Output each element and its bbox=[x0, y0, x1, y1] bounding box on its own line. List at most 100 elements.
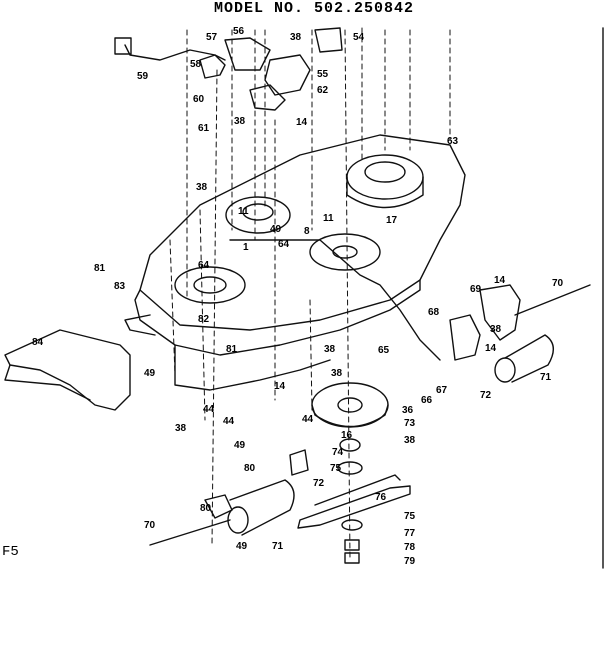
part-callout: 14 bbox=[485, 343, 497, 354]
part-callout: 82 bbox=[198, 314, 210, 325]
part-callout: 11 bbox=[238, 206, 249, 217]
deck-skirt bbox=[134, 279, 421, 356]
figure-label: F5 bbox=[2, 544, 19, 560]
explode-line bbox=[169, 239, 176, 376]
part-callout: 83 bbox=[114, 281, 126, 292]
part-callout: 56 bbox=[233, 26, 245, 37]
left-pulley-housing bbox=[174, 266, 246, 304]
axle-rod-70-front bbox=[149, 519, 231, 546]
lockwasher-78 bbox=[344, 539, 360, 551]
part-callout: 14 bbox=[296, 117, 308, 128]
bracket-80-front bbox=[204, 494, 233, 519]
deflector-84 bbox=[4, 329, 131, 411]
lift-bracket-right bbox=[479, 284, 521, 341]
part-callout: 38 bbox=[404, 435, 416, 446]
top-bracket bbox=[224, 37, 271, 71]
center-pulley-hub bbox=[242, 203, 274, 221]
part-callout: 70 bbox=[144, 520, 156, 531]
part-callout: 78 bbox=[404, 542, 416, 553]
part-callout: 14 bbox=[494, 275, 506, 286]
spacer-74 bbox=[339, 438, 361, 452]
part-callout: 75 bbox=[330, 463, 342, 474]
part-callout: 44 bbox=[223, 416, 235, 427]
part-callout: 66 bbox=[421, 395, 433, 406]
part-callout: 72 bbox=[480, 390, 492, 401]
part-callout: 67 bbox=[436, 385, 448, 396]
lift-bracket-left bbox=[449, 314, 481, 361]
part-callout: 75 bbox=[404, 511, 416, 522]
part-callout: 36 bbox=[402, 405, 414, 416]
deflector-rod bbox=[4, 364, 91, 401]
blade-pulley-hub bbox=[337, 397, 363, 413]
part-callout: 49 bbox=[144, 368, 156, 379]
part-callout: 44 bbox=[203, 404, 215, 415]
part-callout: 65 bbox=[378, 345, 390, 356]
part-callout: 8 bbox=[304, 226, 310, 237]
center-pulley-housing bbox=[225, 196, 291, 234]
part-callout: 14 bbox=[274, 381, 286, 392]
axle-rod-70 bbox=[514, 284, 591, 316]
idler-bracket bbox=[249, 84, 286, 111]
washer-75 bbox=[337, 461, 363, 475]
right-housing-wall bbox=[346, 176, 424, 209]
wheel-71-right-body bbox=[504, 334, 554, 383]
blade-76 bbox=[297, 485, 411, 529]
part-callout: 71 bbox=[272, 541, 284, 552]
nut-79 bbox=[344, 552, 360, 564]
right-pulley-hub bbox=[364, 161, 406, 183]
part-callout: 57 bbox=[206, 32, 218, 43]
part-callout: 58 bbox=[190, 59, 202, 70]
part-callout: 44 bbox=[302, 414, 314, 425]
left-pulley-hub bbox=[193, 276, 227, 294]
blade-76-upper bbox=[314, 474, 401, 506]
part-callout: 77 bbox=[404, 528, 416, 539]
part-callout: 59 bbox=[137, 71, 149, 82]
part-callout: 69 bbox=[470, 284, 482, 295]
explode-line bbox=[199, 209, 206, 421]
drive-pulley bbox=[309, 233, 381, 271]
part-callout: 81 bbox=[226, 344, 238, 355]
part-callout: 54 bbox=[353, 32, 365, 43]
part-callout: 79 bbox=[404, 556, 416, 567]
wheel-71-right-face bbox=[494, 357, 516, 383]
switch-body bbox=[199, 54, 226, 79]
part-callout: 81 bbox=[94, 263, 106, 274]
connector-plug bbox=[114, 37, 132, 55]
wheel-71-front-body bbox=[229, 479, 295, 536]
part-callout: 64 bbox=[198, 260, 210, 271]
deck-front-edge bbox=[174, 344, 331, 391]
part-callout: 80 bbox=[244, 463, 256, 474]
explode-line bbox=[309, 299, 313, 411]
part-callout: 38 bbox=[234, 116, 246, 127]
part-callout: 17 bbox=[386, 215, 398, 226]
part-callout: 63 bbox=[447, 136, 459, 147]
deck-lip bbox=[124, 314, 156, 336]
part-callout: 71 bbox=[540, 372, 552, 383]
wire-harness bbox=[124, 44, 226, 61]
part-callout: 73 bbox=[404, 418, 416, 429]
mower-deck bbox=[139, 134, 466, 331]
part-callout: 84 bbox=[32, 337, 44, 348]
part-callout: 62 bbox=[317, 85, 329, 96]
part-callout: 55 bbox=[317, 69, 329, 80]
part-callout: 16 bbox=[341, 430, 353, 441]
part-callout: 38 bbox=[331, 368, 343, 379]
part-callout: 49 bbox=[234, 440, 246, 451]
part-callout: 49 bbox=[270, 224, 282, 235]
part-callout: 61 bbox=[198, 123, 210, 134]
part-callout: 1 bbox=[243, 242, 249, 253]
part-callout: 76 bbox=[375, 492, 387, 503]
part-callout: 80 bbox=[200, 503, 212, 514]
explode-line bbox=[344, 29, 351, 561]
part-callout: 11 bbox=[323, 213, 334, 224]
part-callout: 72 bbox=[313, 478, 325, 489]
bracket-54 bbox=[314, 27, 343, 53]
part-callout: 74 bbox=[332, 447, 344, 458]
part-callout: 64 bbox=[278, 239, 290, 250]
part-callout: 38 bbox=[175, 423, 187, 434]
part-callout: 38 bbox=[324, 344, 336, 355]
drive-pulley-hub bbox=[332, 245, 358, 259]
model-number-title: MODEL NO. 502.250842 bbox=[214, 0, 415, 17]
part-callout: 49 bbox=[236, 541, 248, 552]
